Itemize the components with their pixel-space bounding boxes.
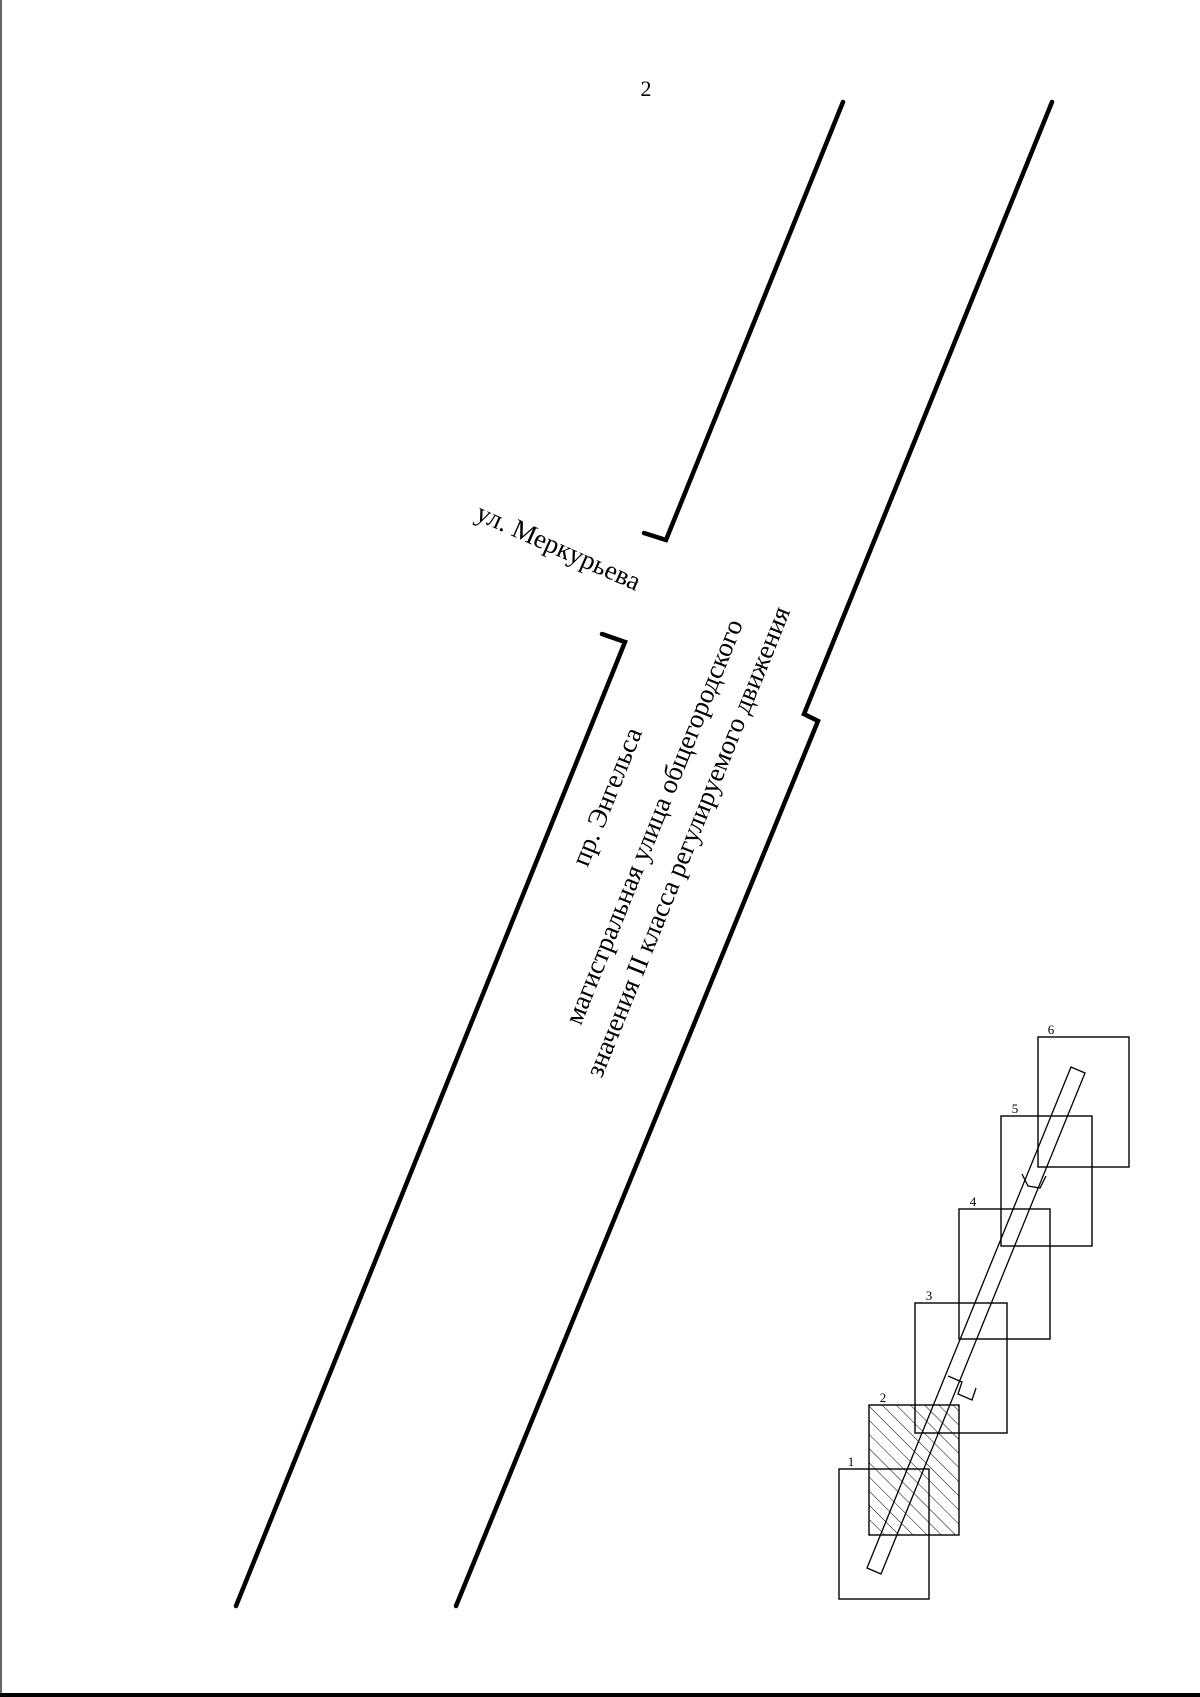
engelsa-right-boundary xyxy=(453,99,1055,1609)
engelsa-left-boundary-upper xyxy=(641,99,846,543)
sheet-label-2: 2 xyxy=(880,1390,887,1405)
sheet-label-3: 3 xyxy=(926,1288,933,1303)
sheet-label-6: 6 xyxy=(1048,1022,1055,1037)
sheet-frame-2 xyxy=(868,1404,960,1536)
sheet-label-4: 4 xyxy=(970,1194,977,1209)
page-number: 2 xyxy=(641,76,652,101)
sheet-frame-3 xyxy=(914,1302,1008,1434)
street-label-merkuryeva: ул. Меркурьева xyxy=(472,497,646,596)
sheet-frame-4 xyxy=(958,1208,1051,1340)
street-strip-notch-1 xyxy=(947,1375,977,1401)
sheet-frame-5 xyxy=(1000,1115,1093,1247)
street-strip-outline xyxy=(866,1066,1086,1575)
sheet-frame-6 xyxy=(1037,1036,1130,1168)
street-strip-notch-2 xyxy=(1021,1173,1047,1189)
sheet-label-1: 1 xyxy=(848,1454,855,1469)
engelsa-left-boundary-lower xyxy=(233,631,628,1609)
sheet-label-5: 5 xyxy=(1012,1101,1019,1116)
sheet-index-map: 1 2 3 4 5 6 xyxy=(838,1022,1130,1600)
